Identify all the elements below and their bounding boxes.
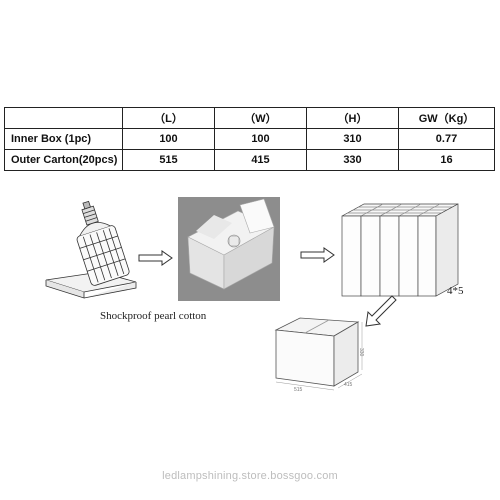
carton-illustration: 515 415 330 [274, 317, 364, 393]
carton-width-label: 415 [344, 382, 353, 388]
table-header-width: （W） [214, 107, 307, 129]
box-grid-illustration [341, 203, 459, 297]
table-header-row: （L） （W） （H） GW（Kg） [4, 107, 495, 129]
table-cell: 515 [122, 149, 215, 171]
row-label-outer-carton: Outer Carton(20pcs) [4, 149, 123, 171]
table-row: Inner Box (1pc) 100 100 310 0.77 [4, 128, 495, 150]
table-cell: 100 [122, 128, 215, 150]
table-cell: 100 [214, 128, 307, 150]
arrow-down-left-icon [365, 295, 397, 327]
lamp-caption: Shockproof pearl cotton [100, 310, 207, 322]
table-header-weight: GW（Kg） [398, 107, 495, 129]
table-cell: 16 [398, 149, 495, 171]
watermark: ledlampshining.store.bossgoo.com [162, 470, 338, 482]
table-cell: 415 [214, 149, 307, 171]
carton-height-label: 330 [358, 348, 364, 357]
table-cell: 310 [306, 128, 399, 150]
table-cell: 330 [306, 149, 399, 171]
table-cell: 0.77 [398, 128, 495, 150]
table-header-blank [4, 107, 123, 129]
packing-spec-table: （L） （W） （H） GW（Kg） Inner Box (1pc) 100 1… [4, 107, 495, 171]
inner-box-photo [178, 197, 280, 301]
arrow-right-icon [300, 247, 335, 263]
row-label-inner-box: Inner Box (1pc) [4, 128, 123, 150]
carton-length-label: 515 [294, 387, 303, 393]
table-header-length: （L） [122, 107, 215, 129]
lamp-illustration [45, 200, 137, 299]
grid-count-label: 4*5 [447, 285, 464, 297]
arrow-right-icon [138, 250, 173, 266]
table-header-height: （H） [306, 107, 399, 129]
table-row: Outer Carton(20pcs) 515 415 330 16 [4, 149, 495, 171]
